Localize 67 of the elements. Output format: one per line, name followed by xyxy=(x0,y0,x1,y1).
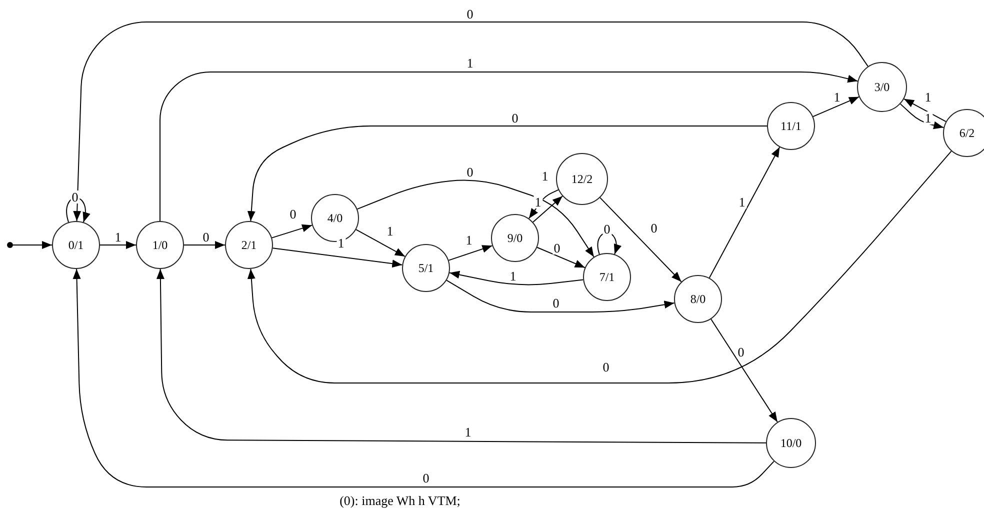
edge-label: 1 xyxy=(464,426,472,438)
transition-arrow xyxy=(600,197,682,282)
transition-arrow xyxy=(903,98,946,122)
edge-label: 0 xyxy=(552,296,560,310)
transition-arrow xyxy=(271,224,313,238)
edge-label: 0 xyxy=(602,222,612,236)
edge-label: 0 xyxy=(422,472,430,484)
transition-arrow xyxy=(73,22,868,222)
transition-arrow xyxy=(528,189,559,219)
edge-label: 0 xyxy=(552,242,562,254)
edge-label: 1 xyxy=(508,270,518,282)
transition-arrow xyxy=(160,72,858,222)
state-circle: 2/1 xyxy=(225,221,273,269)
edge-label: 1 xyxy=(336,236,346,250)
transition-arrow xyxy=(184,241,226,249)
edge-label: 1 xyxy=(540,170,550,182)
edge-label: 1 xyxy=(924,90,932,104)
transition-arrow xyxy=(446,280,675,312)
transition-arrow xyxy=(448,245,493,261)
edge-label: 0 xyxy=(466,166,474,178)
state-circle: 9/0 xyxy=(491,214,539,262)
edge-label: 1 xyxy=(924,112,932,124)
transition-arrow xyxy=(156,268,766,444)
state-circle: 7/1 xyxy=(583,253,631,301)
edge-label: 0 xyxy=(602,360,610,374)
edge-label: 0 xyxy=(288,208,298,220)
state-circle: 12/2 xyxy=(556,153,608,205)
edge-label: 1 xyxy=(386,224,394,238)
transition-arrow xyxy=(597,232,621,255)
state-circle: 10/0 xyxy=(766,418,816,468)
transition-arrow xyxy=(710,318,778,422)
edge-label: 1 xyxy=(114,230,122,244)
edge-label: 1 xyxy=(738,196,746,208)
edge-label: 0 xyxy=(736,346,746,358)
state-circle: 6/2 xyxy=(943,109,984,157)
edge-label: 0 xyxy=(510,112,520,124)
transition-arrow xyxy=(247,150,952,384)
edge-label: 0 xyxy=(650,222,658,234)
edge-label: 1 xyxy=(534,196,542,208)
transition-arrow xyxy=(449,270,584,286)
transition-arrow xyxy=(532,196,563,223)
transition-arrow xyxy=(708,146,780,278)
edge-label: 1 xyxy=(466,56,474,70)
transition-arrow xyxy=(100,241,136,249)
state-circle: 8/0 xyxy=(674,275,722,323)
state-circle: 5/1 xyxy=(402,244,450,292)
transition-arrow xyxy=(812,96,860,118)
transition-arrow xyxy=(72,268,774,488)
state-circle: 3/0 xyxy=(857,62,907,112)
edge-label: 0 xyxy=(466,8,474,20)
transition-arrow xyxy=(356,180,594,258)
transition-arrow xyxy=(900,103,944,130)
start-point xyxy=(7,242,13,248)
edge-label: 0 xyxy=(202,230,210,244)
transition-arrow xyxy=(536,246,586,268)
state-circle: 1/0 xyxy=(136,221,184,269)
state-circle: 0/1 xyxy=(52,221,100,269)
transition-arrow xyxy=(12,241,52,249)
caption: (0): image Wh h VTM; xyxy=(338,493,462,509)
edge-label: 1 xyxy=(464,234,474,246)
state-circle: 11/1 xyxy=(767,102,815,150)
transition-arrow xyxy=(356,229,406,257)
transition-arrow xyxy=(247,126,768,222)
transition-arrow xyxy=(272,248,403,268)
edge-label: 0 xyxy=(70,190,80,204)
transition-arrow xyxy=(66,198,90,223)
edge-label: 1 xyxy=(832,90,842,104)
